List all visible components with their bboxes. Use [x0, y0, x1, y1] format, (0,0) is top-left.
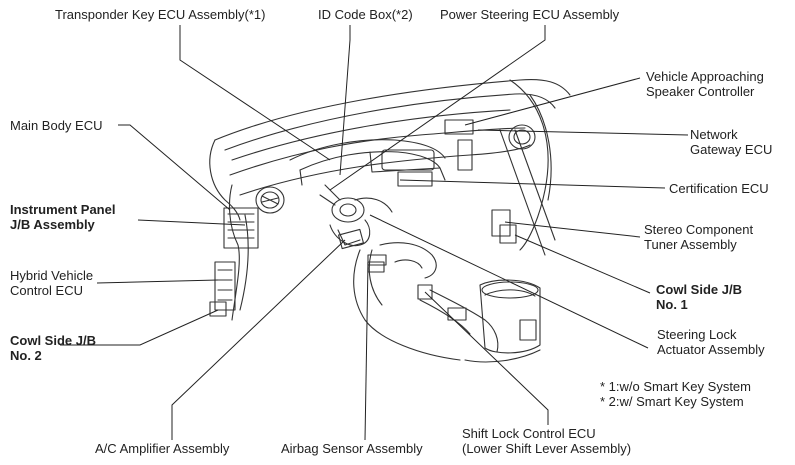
steering-column	[319, 184, 393, 250]
main-body-ecu-label: Main Body ECU	[10, 118, 103, 133]
right-air-vent	[508, 124, 536, 150]
dashboard-outline	[209, 78, 571, 321]
cowl-side-jb-no2-block	[209, 301, 227, 317]
instrument-panel-jb-label-line1: Instrument Panel	[10, 202, 116, 217]
cowl-side-jb-no1-block	[499, 224, 517, 244]
id-code-box-label: ID Code Box(*2)	[318, 7, 413, 22]
hybrid-vehicle-label-line2: Control ECU	[10, 283, 83, 298]
power-steering-ecu-label: Power Steering ECU Assembly	[440, 7, 620, 22]
steering-lock-label-line2: Actuator Assembly	[657, 342, 765, 357]
armrest	[479, 279, 541, 354]
ac-amplifier-label: A/C Amplifier Assembly	[95, 441, 230, 456]
center-console	[353, 242, 541, 363]
cowl-side-jb-no2-label-line1: Cowl Side J/B	[10, 333, 96, 348]
stereo-tuner-block	[491, 209, 511, 237]
cowl-side-jb-no2-label-line2: No. 2	[10, 348, 42, 363]
vehicle-approaching-label-line1: Vehicle Approaching	[646, 69, 764, 84]
shift-lock-label-line2: (Lower Shift Lever Assembly)	[462, 441, 632, 456]
leader-lines	[60, 25, 689, 441]
cowl-side-jb-no1-label-line1: Cowl Side J/B	[656, 282, 742, 297]
footnote-1: * 1:w/o Smart Key System	[600, 379, 751, 394]
network-gateway-label-line2: Gateway ECU	[690, 142, 773, 157]
shift-lock-label-line1: Shift Lock Control ECU	[462, 426, 596, 441]
transponder-key-ecu-label: Transponder Key ECU Assembly(*1)	[55, 7, 266, 22]
instrument-panel-jb-block	[223, 207, 259, 249]
footnote-2: * 2:w/ Smart Key System	[600, 394, 744, 409]
vehicle-approaching-label-line2: Speaker Controller	[646, 84, 755, 99]
network-gateway-label-line1: Network	[690, 127, 738, 142]
airbag-sensor-block	[367, 254, 387, 266]
stereo-component-label-line2: Tuner Assembly	[644, 237, 737, 252]
left-air-vent	[255, 186, 285, 214]
cowl-side-jb-no1-label-line2: No. 1	[656, 297, 688, 312]
network-gateway-block	[444, 119, 474, 171]
hybrid-vehicle-ecu-block	[214, 261, 236, 311]
certification-ecu-label: Certification ECU	[669, 181, 769, 196]
instrument-panel-jb-label-line2: J/B Assembly	[10, 217, 95, 232]
meter-cluster	[289, 139, 446, 186]
shift-lock-block	[417, 284, 433, 300]
certification-ecu-block	[397, 171, 433, 187]
airbag-sensor-label: Airbag Sensor Assembly	[281, 441, 423, 456]
steering-lock-label-line1: Steering Lock	[657, 327, 737, 342]
hybrid-vehicle-label-line1: Hybrid Vehicle	[10, 268, 94, 283]
stereo-component-label-line1: Stereo Component	[644, 222, 754, 237]
